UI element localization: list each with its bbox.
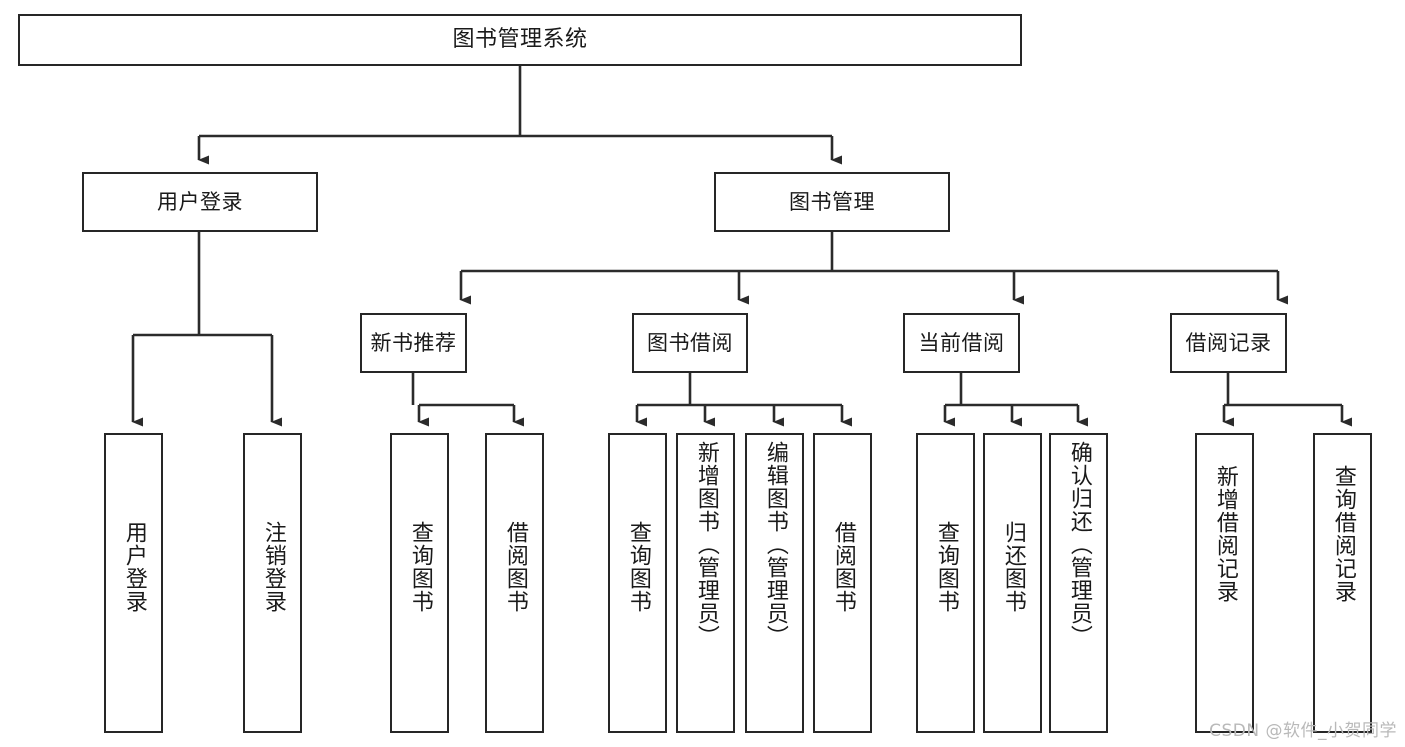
node-leaf-query-book-2-label: 查询图书 bbox=[625, 521, 651, 613]
node-leaf-user-login[interactable]: 用户登录 bbox=[104, 433, 163, 733]
node-leaf-user-logout[interactable]: 注销登录 bbox=[243, 433, 302, 733]
node-leaf-query-record-label: 查询借阅记录 bbox=[1330, 465, 1356, 603]
node-leaf-user-login-label: 用户登录 bbox=[121, 521, 147, 613]
node-book-manage-label: 图书管理 bbox=[789, 189, 875, 214]
node-borrow-record[interactable]: 借阅记录 bbox=[1170, 313, 1287, 373]
node-leaf-borrow-book-2-label: 借阅图书 bbox=[830, 521, 856, 613]
node-book-manage[interactable]: 图书管理 bbox=[714, 172, 950, 232]
node-leaf-edit-book-label: 编辑图书（管理员） bbox=[762, 441, 788, 648]
node-book-borrow-label: 图书借阅 bbox=[647, 330, 733, 355]
node-leaf-borrow-book-2[interactable]: 借阅图书 bbox=[813, 433, 872, 733]
node-current-borrow[interactable]: 当前借阅 bbox=[903, 313, 1020, 373]
node-leaf-add-record-label: 新增借阅记录 bbox=[1212, 465, 1238, 603]
node-leaf-add-book-label: 新增图书（管理员） bbox=[693, 441, 719, 648]
node-leaf-query-book-1[interactable]: 查询图书 bbox=[390, 433, 449, 733]
node-leaf-user-logout-label: 注销登录 bbox=[260, 521, 286, 613]
node-leaf-query-book-3[interactable]: 查询图书 bbox=[916, 433, 975, 733]
node-root-label: 图书管理系统 bbox=[452, 27, 588, 53]
node-new-book-recommend-label: 新书推荐 bbox=[370, 330, 457, 355]
node-leaf-query-book-1-label: 查询图书 bbox=[407, 521, 433, 613]
node-leaf-add-book[interactable]: 新增图书（管理员） bbox=[676, 433, 735, 733]
node-borrow-record-label: 借阅记录 bbox=[1185, 330, 1272, 355]
node-leaf-return-book[interactable]: 归还图书 bbox=[983, 433, 1042, 733]
node-current-borrow-label: 当前借阅 bbox=[918, 330, 1005, 355]
node-leaf-query-book-3-label: 查询图书 bbox=[933, 521, 959, 613]
node-book-borrow[interactable]: 图书借阅 bbox=[632, 313, 748, 373]
node-user-login-label: 用户登录 bbox=[157, 189, 243, 214]
node-leaf-edit-book[interactable]: 编辑图书（管理员） bbox=[745, 433, 804, 733]
node-leaf-return-book-label: 归还图书 bbox=[1000, 521, 1026, 613]
node-user-login[interactable]: 用户登录 bbox=[82, 172, 318, 232]
node-leaf-query-book-2[interactable]: 查询图书 bbox=[608, 433, 667, 733]
node-leaf-borrow-book-1[interactable]: 借阅图书 bbox=[485, 433, 544, 733]
node-root[interactable]: 图书管理系统 bbox=[18, 14, 1022, 66]
node-leaf-confirm-return[interactable]: 确认归还（管理员） bbox=[1049, 433, 1108, 733]
node-leaf-confirm-return-label: 确认归还（管理员） bbox=[1066, 441, 1092, 648]
node-leaf-query-record[interactable]: 查询借阅记录 bbox=[1313, 433, 1372, 733]
node-new-book-recommend[interactable]: 新书推荐 bbox=[360, 313, 467, 373]
node-leaf-add-record[interactable]: 新增借阅记录 bbox=[1195, 433, 1254, 733]
node-leaf-borrow-book-1-label: 借阅图书 bbox=[502, 521, 528, 613]
